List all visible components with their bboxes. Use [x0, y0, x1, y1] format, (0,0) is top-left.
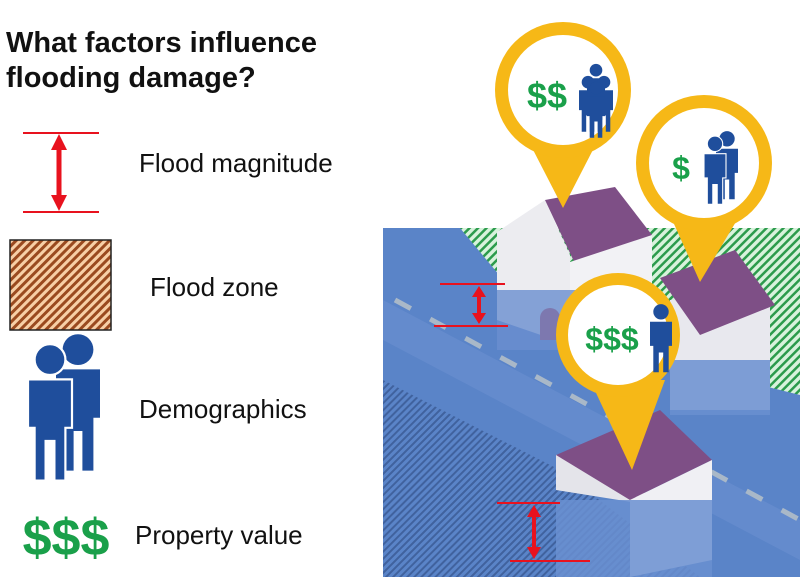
property-value-text: $$$	[585, 321, 639, 357]
flood-depth-marker	[434, 283, 590, 562]
pin-2: $	[636, 95, 772, 282]
demographics-icon	[26, 334, 100, 482]
legend-label-demographics: Demographics	[139, 394, 307, 424]
legend-label-flood-zone: Flood zone	[150, 272, 279, 302]
pin-3: $$$	[556, 273, 680, 470]
house	[660, 250, 775, 415]
legend-label-flood-magnitude: Flood magnitude	[139, 148, 333, 178]
pair-people-icon	[703, 131, 738, 205]
page-title: What factors influence flooding damage?	[6, 27, 317, 94]
flood-magnitude-icon	[23, 132, 99, 213]
pin-1: $$	[495, 22, 631, 208]
legend-label-property-value: Property value	[135, 520, 303, 550]
flood-scene	[383, 187, 800, 577]
property-value-icon: $$$	[23, 509, 110, 567]
property-value-text: $	[672, 150, 690, 186]
flood-zone-icon	[9, 239, 112, 331]
property-value-text: $$	[527, 75, 567, 116]
